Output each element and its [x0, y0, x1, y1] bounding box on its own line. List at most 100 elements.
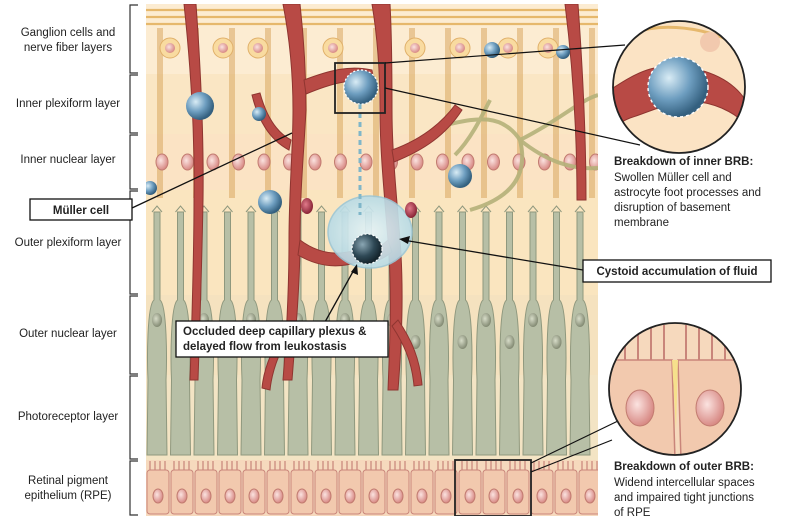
inner-nucleus — [359, 153, 373, 171]
synapse — [151, 205, 163, 213]
photoreceptor — [475, 211, 497, 456]
muller-pointer — [131, 132, 293, 209]
photoreceptor-nucleus — [504, 335, 515, 349]
photoreceptor — [522, 211, 544, 456]
rpe-nucleus — [368, 488, 380, 504]
ganglion-cells — [159, 37, 559, 59]
ganglion-nucleus — [328, 43, 338, 53]
occluded-pointer — [324, 267, 356, 323]
red-blood-cells — [301, 198, 417, 218]
inner-nucleus — [487, 153, 500, 171]
rpe-nucleus — [320, 488, 332, 504]
photoreceptor-nucleus — [528, 313, 538, 327]
occluded-callout-box — [175, 320, 389, 358]
photoreceptor — [545, 211, 568, 456]
label-photoreceptor: Photoreceptor layer — [18, 411, 119, 423]
cystoid-callout-box — [582, 259, 772, 283]
rpe-nucleus — [560, 488, 572, 504]
ganglion-nucleus — [218, 43, 228, 53]
synapse — [574, 205, 586, 213]
layer-bracket — [129, 74, 138, 134]
rpe-nucleus — [248, 488, 260, 504]
inner-nucleus — [257, 153, 271, 171]
photoreceptor-nucleus — [410, 335, 421, 349]
muller-fiber — [553, 28, 559, 198]
muller-fiber — [157, 28, 163, 198]
synapse — [457, 205, 468, 213]
cystoid-callout-text: Cystoid accumulation of fluid — [596, 266, 757, 278]
ganglion-nucleus — [253, 43, 263, 53]
layer-bracket — [129, 134, 138, 190]
cystoid-pointer — [402, 239, 584, 271]
photoreceptor — [146, 211, 168, 456]
synapse — [527, 205, 539, 213]
synapse — [245, 205, 257, 213]
outer-brb-frame — [454, 459, 532, 516]
rpe-nucleus — [488, 488, 500, 504]
layer-bracket — [129, 4, 138, 74]
muller-callout-box — [29, 198, 133, 221]
zoom-connectors — [384, 44, 641, 473]
photoreceptor — [451, 211, 474, 456]
ganglion-nucleus — [455, 43, 465, 53]
outer-brb-body: Widend intercellular spaces and impaired… — [614, 477, 758, 519]
rpe-nucleus — [392, 488, 404, 504]
layer-bracket — [129, 460, 138, 516]
synapse — [316, 205, 327, 213]
rpe-nucleus — [536, 488, 548, 504]
cystoid-fluid — [327, 195, 413, 269]
photoreceptor-nucleus — [481, 313, 491, 327]
synapse — [504, 205, 515, 213]
rpe-nucleus — [296, 488, 308, 504]
inner-nucleus — [436, 153, 449, 171]
inner-nucleus — [308, 153, 322, 171]
inner-nucleus — [334, 153, 347, 171]
photoreceptor-nucleus — [434, 313, 444, 327]
rpe-nucleus — [440, 488, 452, 504]
synapse — [433, 205, 445, 213]
layer-brackets — [129, 4, 138, 516]
cystoid-arrowhead — [399, 236, 410, 244]
rpe-nucleus — [512, 488, 524, 504]
synapse — [222, 205, 233, 213]
rpe-nucleus — [344, 488, 356, 504]
rpe-nucleus — [272, 488, 284, 504]
ganglion-nucleus — [165, 43, 175, 53]
occluded-callout-text: Occluded deep capillary plexus &delayed … — [183, 326, 366, 353]
layer-bracket — [129, 190, 138, 295]
rpe-nucleus — [584, 488, 596, 504]
photoreceptor-nucleus — [457, 335, 468, 349]
inner-brb-zoom — [612, 20, 746, 154]
rpe-nucleus — [464, 488, 476, 504]
label-outer-nuclear: Outer nuclear layer — [19, 328, 117, 340]
muller-fiber — [265, 28, 271, 198]
muller-fiber — [229, 28, 235, 198]
outer-brb-zoom — [608, 322, 742, 456]
muller-fiber — [517, 28, 523, 198]
rpe-nucleus — [224, 488, 236, 504]
inner-nucleus — [410, 153, 424, 171]
photoreceptor-nucleus — [551, 335, 562, 349]
nerve-fibers — [146, 8, 598, 26]
leukocytes — [146, 42, 570, 265]
label-outer-plexiform: Outer plexiform layer — [15, 237, 122, 249]
inner-nucleus — [155, 153, 169, 171]
muller-fiber — [589, 28, 595, 198]
ganglion-nucleus — [410, 43, 420, 53]
photoreceptor-nucleus — [575, 313, 585, 327]
layer-bracket — [129, 375, 138, 460]
inner-nucleus — [181, 153, 194, 171]
inner-brb-title: Breakdown of inner BRB: — [614, 156, 753, 168]
outer-brb-title: Breakdown of outer BRB: — [614, 461, 754, 473]
synapse — [175, 205, 186, 213]
muller-callout-text: Müller cell — [53, 205, 109, 217]
rpe-nucleus — [176, 488, 188, 504]
rpe-nucleus — [200, 488, 212, 504]
photoreceptor — [498, 211, 521, 456]
photoreceptor — [404, 211, 427, 456]
photoreceptor-nucleus — [152, 313, 162, 327]
label-inner-plexiform: Inner plexiform layer — [16, 98, 120, 110]
